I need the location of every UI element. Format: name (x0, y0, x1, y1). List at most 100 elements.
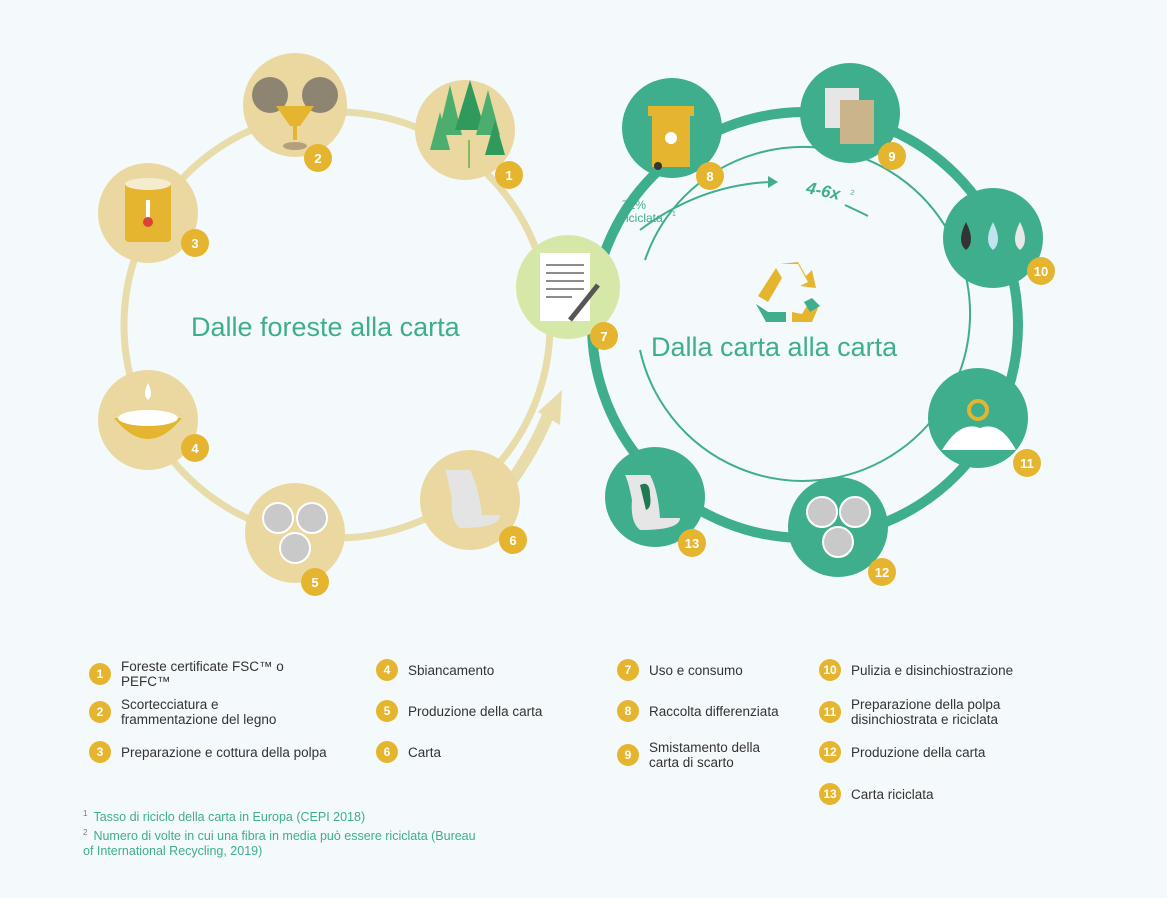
paper-roll-icon (445, 470, 500, 528)
legend-item: 8 Raccolta differenziata (617, 700, 857, 722)
legend-text: Carta (408, 744, 442, 760)
node-sorting (800, 63, 906, 170)
legend-badge: 1 (89, 663, 111, 685)
legend-badge: 10 (819, 659, 841, 681)
inner-arrow (639, 181, 771, 231)
inner-arrowhead (768, 176, 778, 188)
legend-badge: 13 (819, 783, 841, 805)
legend-badge: 8 (617, 700, 639, 722)
right-title: Dalla carta alla carta (651, 332, 898, 362)
document-icon (540, 253, 590, 321)
legend-item: 9 Smistamento della carta di scarto (617, 740, 797, 770)
pen-icon (568, 283, 600, 322)
inner-cycle (639, 145, 972, 482)
legend-item: 3 Preparazione e cottura della polpa (89, 741, 329, 763)
inner-arc-tail (844, 204, 869, 217)
footnote-number: 1 (83, 809, 88, 818)
paper-roll-icon (625, 475, 680, 530)
node-number: 9 (888, 149, 895, 164)
node-number: 3 (191, 236, 198, 251)
node-recycled-pulp (928, 368, 1041, 477)
node-number: 8 (706, 169, 713, 184)
node-numbers: 1 2 3 4 5 6 7 8 9 10 11 12 13 (191, 149, 1048, 590)
roll-icon (262, 502, 294, 534)
node-paper (420, 450, 527, 554)
legend-text: Uso e consumo (649, 662, 743, 678)
legend-item: 5 Produzione della carta (376, 700, 616, 722)
legend-text: Smistamento della carta di scarto (649, 740, 761, 770)
node-forest (415, 80, 523, 189)
legend-badge: 7 (617, 659, 639, 681)
legend-badge: 11 (819, 701, 841, 723)
legend-item: 10 Pulizia e disinchiostrazione (819, 659, 1059, 681)
node-debarking (243, 53, 347, 172)
recycle-icon (756, 262, 820, 322)
left-title: Dalle foreste alla carta (191, 312, 460, 342)
node-number: 2 (314, 151, 321, 166)
recycle-small-icon (967, 399, 989, 421)
legend-item: 7 Uso e consumo (617, 659, 857, 681)
node-paper-production-2 (788, 477, 896, 586)
node-recycled-paper (605, 447, 706, 557)
node-number: 6 (509, 533, 516, 548)
funnel-icon (276, 106, 314, 126)
legend-text: Carta riciclata (851, 786, 934, 802)
node-number: 7 (600, 329, 607, 344)
node-number: 10 (1034, 264, 1048, 279)
legend-badge: 12 (819, 741, 841, 763)
pulp-icon (942, 426, 1016, 450)
node-pulp-cooking (98, 163, 209, 263)
legend-text: Produzione della carta (408, 703, 543, 719)
legend-badge: 4 (376, 659, 398, 681)
node-paper-production (245, 483, 345, 596)
legend-text: Sbiancamento (408, 662, 495, 678)
tree-icon (438, 85, 462, 135)
recycled-label: riciclata (622, 211, 663, 225)
node-use (516, 235, 620, 350)
legend-item: 13 Carta riciclata (819, 783, 1059, 805)
roll-icon (806, 496, 838, 528)
footnote: 1 Tasso di riciclo della carta in Europa … (83, 806, 365, 825)
drop-icon (145, 383, 151, 400)
legend-item: 4 Sbiancamento (376, 659, 616, 681)
footnote-text: Tasso di riciclo della carta in Europa (… (93, 810, 366, 825)
node-bleaching (98, 370, 209, 470)
legend-text: Preparazione e cottura della polpa (121, 744, 327, 760)
footnote-text: Numero di volte in cui una fibra in medi… (83, 829, 476, 859)
legend-text: Produzione della carta (851, 744, 986, 760)
times-label: 4-6x (804, 178, 844, 204)
legend-item: 12 Produzione della carta (819, 741, 1059, 763)
node-number: 1 (505, 168, 512, 183)
legend-badge: 2 (89, 701, 111, 723)
node-collection (622, 78, 724, 190)
legend-badge: 3 (89, 741, 111, 763)
legend-item: 2 Scortecciatura e frammentazione del le… (89, 697, 304, 727)
legend-text: Raccolta differenziata (649, 703, 779, 719)
footnote-number: 2 (83, 828, 88, 837)
legend-item: 1 Foreste certificate FSC™ o PEFC™ (89, 659, 329, 689)
node-number: 5 (311, 575, 318, 590)
recycled-sup: 1 (672, 211, 676, 218)
legend-text: Foreste certificate FSC™ o PEFC™ (121, 659, 284, 689)
node-number: 11 (1020, 456, 1034, 471)
recycled-pct: 72% (622, 198, 646, 212)
connector-arrowhead (538, 390, 562, 425)
legend-item: 6 Carta (376, 741, 616, 763)
legend-item: 11 Preparazione della polpa disinchiostr… (819, 697, 1039, 727)
times-sup: 2 (850, 189, 855, 197)
legend-badge: 6 (376, 741, 398, 763)
legend-badge: 5 (376, 700, 398, 722)
legend-text: Pulizia e disinchiostrazione (851, 662, 1014, 678)
thermometer-icon (143, 217, 153, 227)
node-number: 13 (685, 536, 699, 551)
node-deinking (943, 188, 1055, 288)
legend-badge: 9 (617, 744, 639, 766)
node-number: 4 (191, 441, 199, 456)
legend-text: Preparazione della polpa disinchiostrata… (851, 697, 1001, 727)
drop-icon (961, 222, 971, 250)
legend-text: Scortecciatura e frammentazione del legn… (121, 697, 277, 727)
node-number: 12 (875, 565, 889, 580)
log-icon (252, 77, 288, 113)
